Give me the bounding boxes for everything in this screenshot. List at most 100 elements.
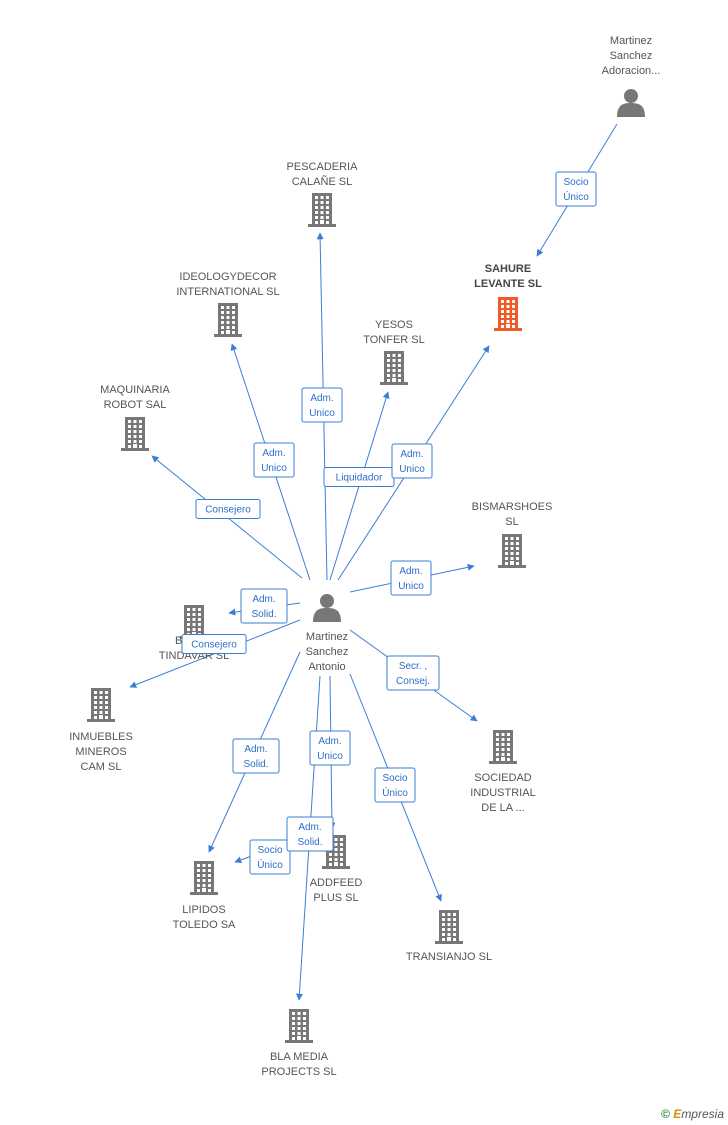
node-bla[interactable]: BLA MEDIA PROJECTS SL bbox=[261, 1009, 337, 1078]
edge-label-text: Secr. , bbox=[399, 661, 427, 672]
edge-labels-layer: SocioÚnicoAdm.UnicoAdm.UnicoLiquidadorAd… bbox=[181, 171, 597, 875]
edge-label-text: Único bbox=[382, 786, 408, 799]
node-label: Martinez bbox=[306, 631, 348, 643]
node-label: DE LA ... bbox=[481, 802, 524, 814]
edge-label[interactable]: Adm. Unico bbox=[309, 730, 351, 766]
node-maquinaria[interactable]: MAQUINARIA ROBOT SAL bbox=[100, 384, 170, 451]
building-icon bbox=[87, 688, 115, 722]
edge-label[interactable]: Adm.Unico bbox=[391, 443, 433, 479]
node-yesos[interactable]: YESOS TONFER SL bbox=[363, 319, 425, 385]
edge-label-text: Adm. bbox=[298, 822, 321, 833]
node-label: YESOS bbox=[375, 319, 413, 331]
edge-label-box bbox=[195, 499, 261, 519]
edge-label-text: Solid. bbox=[297, 837, 322, 848]
building-icon bbox=[285, 1009, 313, 1043]
edge-label-box bbox=[181, 634, 247, 654]
node-label: Martinez bbox=[610, 35, 652, 47]
node-martinez_aa[interactable]: MartinezSanchezAdoracion... bbox=[602, 35, 661, 117]
edge-label-box bbox=[391, 443, 433, 479]
edge-label[interactable]: Adm. Unico bbox=[301, 387, 343, 423]
edge-label-text: Consej. bbox=[396, 676, 430, 687]
edge-label-text: Consejero bbox=[191, 640, 237, 651]
node-label: PESCADERIA bbox=[287, 161, 359, 173]
node-label: TONFER SL bbox=[363, 334, 425, 346]
empresia-logo: © Empresia bbox=[661, 1107, 724, 1121]
edge-label-text: Solid. bbox=[251, 609, 276, 620]
node-label: Sanchez bbox=[610, 50, 653, 62]
edge-label-text: Único bbox=[257, 858, 283, 871]
node-label: SAHURE bbox=[485, 263, 531, 275]
node-transianjo[interactable]: TRANSIANJO SL bbox=[406, 910, 492, 963]
node-label: LIPIDOS bbox=[182, 904, 225, 916]
node-label: SOCIEDAD bbox=[474, 772, 532, 784]
edge-label-box bbox=[309, 730, 351, 766]
edge-label-box bbox=[301, 387, 343, 423]
person-icon bbox=[313, 594, 341, 622]
node-label: ADDFEED bbox=[310, 877, 363, 889]
node-label: PROJECTS SL bbox=[261, 1066, 336, 1078]
edge-label-box bbox=[232, 738, 280, 774]
node-sahure[interactable]: SAHURE LEVANTE SL bbox=[474, 263, 542, 331]
edge-label-box bbox=[253, 442, 295, 478]
edge-label[interactable]: Adm. Unico bbox=[253, 442, 295, 478]
brand-initial: E bbox=[673, 1107, 682, 1121]
edge-label[interactable]: Adm.Solid. bbox=[232, 738, 280, 774]
node-label: Adoracion... bbox=[602, 65, 661, 77]
node-label: PLUS SL bbox=[313, 892, 358, 904]
edge-label-text: Unico bbox=[317, 751, 343, 762]
edge-label-box bbox=[555, 171, 597, 207]
edge-label-text: Adm. bbox=[310, 393, 333, 404]
edge-label[interactable]: Liquidador bbox=[323, 467, 395, 487]
node-label: INDUSTRIAL bbox=[470, 787, 535, 799]
edge-label-text: Adm. bbox=[399, 566, 422, 577]
edge-label-text: Socio bbox=[382, 773, 407, 784]
edge-label-box bbox=[286, 816, 334, 852]
node-label: ROBOT SAL bbox=[104, 399, 167, 411]
node-label: INTERNATIONAL SL bbox=[176, 286, 279, 298]
edge-label-text: Liquidador bbox=[336, 473, 383, 484]
edge-label-text: Adm. bbox=[318, 736, 341, 747]
edge-label[interactable]: Secr. , Consej. bbox=[386, 655, 440, 691]
node-label: SL bbox=[505, 516, 518, 528]
node-label: BLA MEDIA bbox=[270, 1051, 329, 1063]
node-label: Antonio bbox=[308, 661, 345, 673]
edge-label-text: Adm. bbox=[252, 594, 275, 605]
building-icon bbox=[214, 303, 242, 337]
node-label: TOLEDO SA bbox=[173, 919, 236, 931]
building-icon bbox=[380, 351, 408, 385]
node-label: MAQUINARIA bbox=[100, 384, 170, 396]
node-label: LEVANTE SL bbox=[474, 278, 542, 290]
building-icon bbox=[190, 861, 218, 895]
edge-label-text: Adm. bbox=[262, 448, 285, 459]
edge-label[interactable]: Consejero bbox=[181, 634, 247, 654]
building-icon bbox=[494, 297, 522, 331]
edge-label-text: Unico bbox=[309, 408, 335, 419]
copyright-symbol: © bbox=[661, 1107, 670, 1121]
edge-label[interactable]: Adm. Solid. bbox=[240, 588, 288, 624]
edge-label[interactable]: Adm. Unico bbox=[390, 560, 432, 596]
edge-label-box bbox=[374, 767, 416, 803]
node-label: TRANSIANJO SL bbox=[406, 951, 492, 963]
edge-label-text: Unico bbox=[399, 464, 425, 475]
edge-label-text: Socio bbox=[563, 177, 588, 188]
edge-label[interactable]: Adm. Solid. bbox=[286, 816, 334, 852]
edge-label-text: Solid. bbox=[243, 759, 268, 770]
edge-label-text: Unico bbox=[261, 463, 287, 474]
node-sociedad[interactable]: SOCIEDAD INDUSTRIAL DE LA ... bbox=[470, 730, 536, 814]
building-icon bbox=[180, 605, 208, 639]
node-lipidos[interactable]: LIPIDOS TOLEDO SA bbox=[173, 861, 236, 931]
person-icon bbox=[617, 89, 645, 117]
edge-label[interactable]: Consejero bbox=[195, 499, 261, 519]
edge-label-text: Socio bbox=[257, 845, 282, 856]
edge-label-text: Unico bbox=[398, 581, 424, 592]
edge-label-box bbox=[390, 560, 432, 596]
